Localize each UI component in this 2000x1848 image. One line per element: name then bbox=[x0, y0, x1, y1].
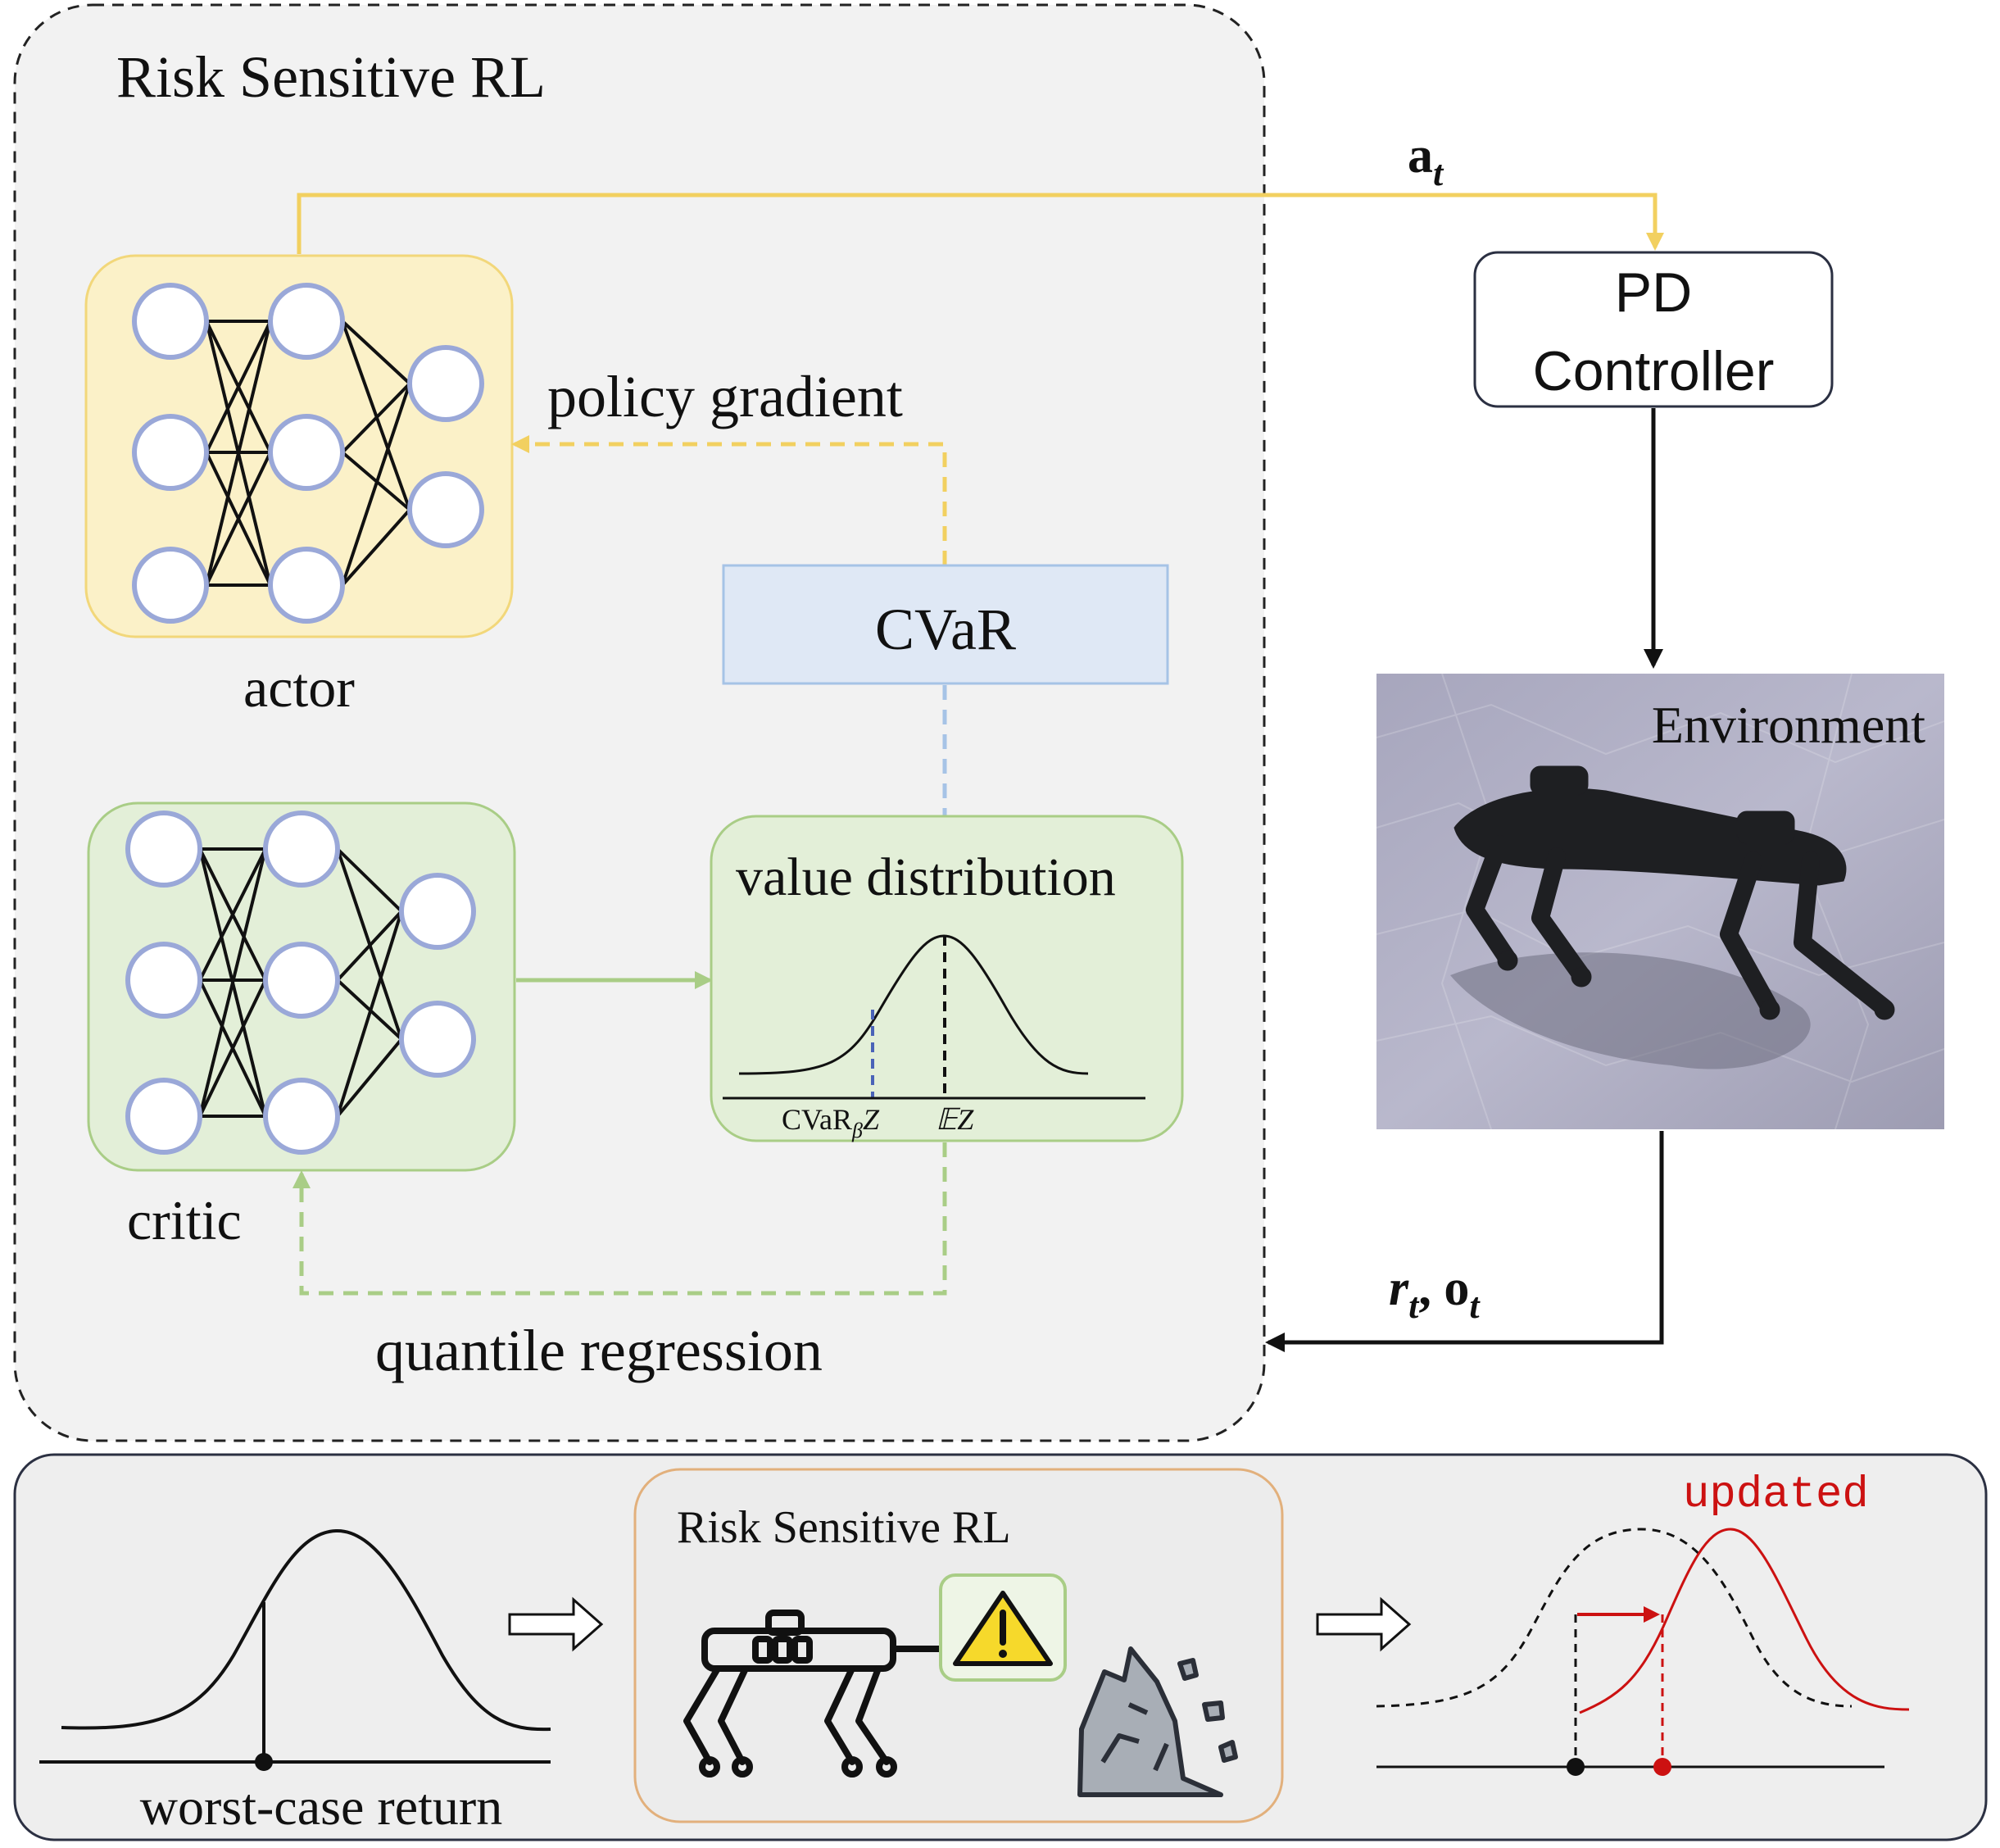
environment-image: Environment bbox=[1376, 673, 1945, 1130]
warning-bubble bbox=[939, 1573, 1067, 1682]
worst-case-distribution bbox=[39, 1528, 551, 1771]
quantile-regression-label: quantile regression bbox=[375, 1318, 823, 1383]
inset-title: Risk Sensitive RL bbox=[677, 1502, 1011, 1553]
pd-controller-box: PD Controller bbox=[1473, 251, 1834, 408]
mean-tick-label: 𝔼Z bbox=[936, 1103, 974, 1136]
cvar-box: CVaR bbox=[722, 564, 1169, 685]
actor-label: actor bbox=[243, 656, 355, 719]
panel-title: Risk Sensitive RL bbox=[116, 44, 546, 110]
updated-distribution bbox=[1376, 1528, 1910, 1776]
environment-label: Environment bbox=[1652, 696, 1925, 754]
cvar-tick-label: CVaRβZ bbox=[782, 1103, 880, 1142]
critic-network bbox=[87, 801, 516, 1172]
env-to-agent-arrow bbox=[1265, 1131, 1664, 1352]
updated-curve bbox=[1579, 1528, 1910, 1714]
action-label: at bbox=[1408, 128, 1444, 193]
policy-gradient-label: policy gradient bbox=[547, 364, 903, 429]
controller-line1: PD bbox=[1615, 261, 1692, 324]
risk-sensitive-rl-inset: Risk Sensitive RL bbox=[633, 1468, 1284, 1823]
reward-obs-label: rt, ot bbox=[1389, 1260, 1481, 1326]
actor-network bbox=[84, 254, 514, 638]
controller-line2: Controller bbox=[1533, 340, 1775, 402]
value-distribution-curve bbox=[738, 934, 1089, 1075]
critic-edges bbox=[198, 847, 403, 1118]
flow-arrow-left bbox=[508, 1596, 604, 1652]
original-curve bbox=[1376, 1528, 1853, 1708]
action-arrow bbox=[297, 193, 1664, 254]
value-distribution-box: value distribution CVaRβZ 𝔼Z bbox=[710, 815, 1184, 1142]
rock-icon bbox=[1077, 1646, 1238, 1797]
cvar-label: CVaR bbox=[875, 597, 1016, 662]
value-distribution-title: value distribution bbox=[736, 847, 1116, 907]
actor-nodes bbox=[132, 283, 484, 624]
quantile-regression-arrow bbox=[293, 1142, 947, 1296]
critic-label: critic bbox=[127, 1189, 242, 1251]
updated-label: updated bbox=[1683, 1470, 1869, 1520]
robot-outline-icon bbox=[683, 1610, 944, 1778]
critic-nodes bbox=[125, 810, 476, 1155]
worst-case-label: worst-case return bbox=[140, 1778, 502, 1836]
policy-gradient-arrow bbox=[511, 435, 947, 565]
quadruped-robot bbox=[1454, 765, 1895, 1020]
robot-shadow bbox=[1450, 952, 1811, 1069]
actor-edges bbox=[205, 320, 411, 587]
flow-arrow-right bbox=[1316, 1596, 1412, 1652]
